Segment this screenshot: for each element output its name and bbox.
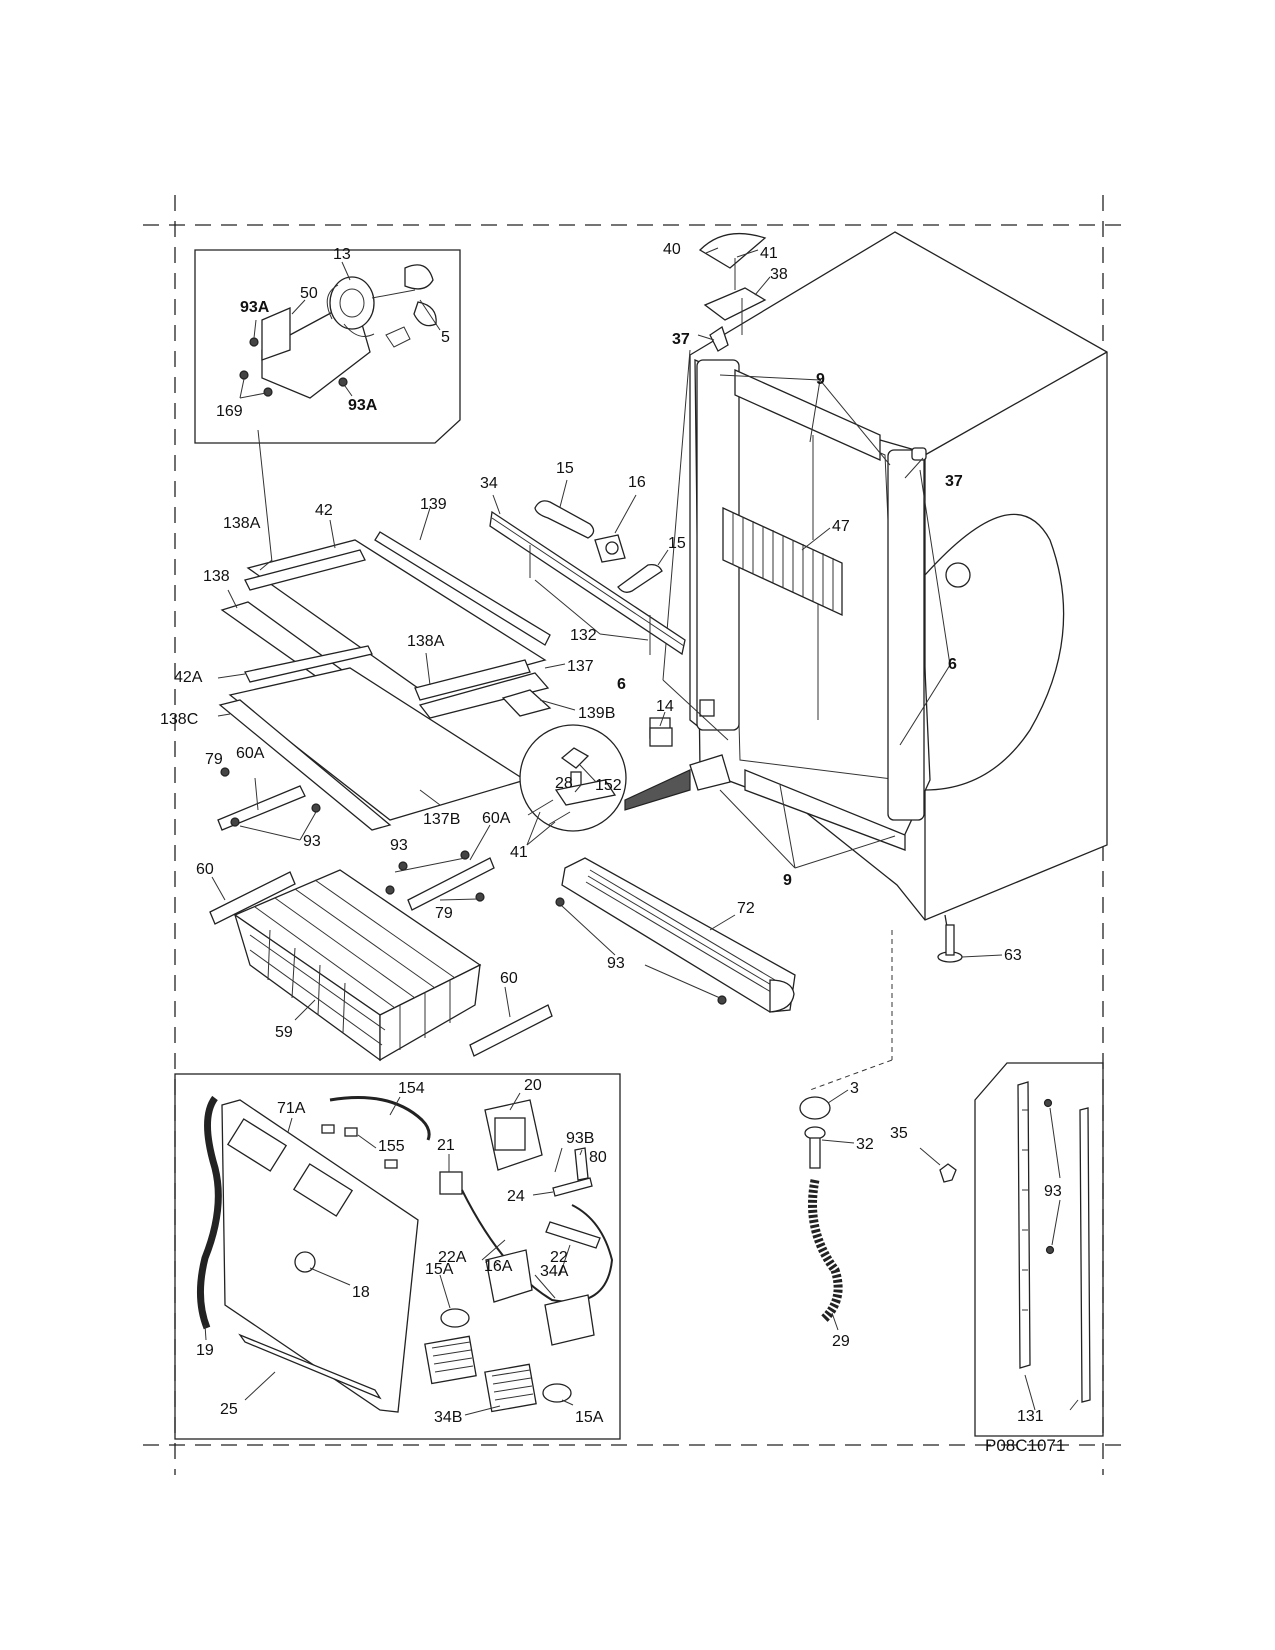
- callout-93-kick: 93: [607, 955, 625, 972]
- callout-93B: 93B: [566, 1130, 594, 1147]
- callout-21: 21: [437, 1137, 455, 1154]
- callout-132: 132: [570, 627, 597, 644]
- callout-16: 16: [628, 474, 646, 491]
- callout-93-mid: 93: [390, 837, 408, 854]
- callout-152: 152: [595, 777, 622, 794]
- callout-138A-top: 138A: [223, 515, 261, 532]
- callout-59: 59: [275, 1024, 293, 1041]
- callout-6-left: 6: [617, 676, 626, 693]
- callout-18: 18: [352, 1284, 370, 1301]
- callout-139: 139: [420, 496, 447, 513]
- inset-shelf-rails: 93 131: [974, 1062, 1104, 1437]
- callout-93A-lower: 93A: [348, 397, 378, 414]
- callout-63: 63: [1004, 947, 1022, 964]
- callout-6-right: 6: [948, 656, 957, 673]
- cabinet-assembly: 40 41 38 37 37 9 9 47 6 6 63: [617, 231, 1108, 964]
- hinge-detail: 14 28 152 41: [510, 698, 691, 861]
- callout-137: 137: [567, 658, 594, 675]
- callout-9-top: 9: [816, 371, 825, 388]
- callout-93-left: 93: [303, 833, 321, 850]
- basket-assembly: 79 60A 93 93 60A 79 60 60 59: [196, 745, 553, 1062]
- callout-79-mid: 79: [435, 905, 453, 922]
- callout-15-right: 15: [668, 535, 686, 552]
- callout-40: 40: [663, 241, 681, 258]
- callout-38: 38: [770, 266, 788, 283]
- callout-80: 80: [589, 1149, 607, 1166]
- callout-35: 35: [890, 1125, 908, 1142]
- callout-37-left: 37: [672, 331, 690, 348]
- callout-93-inset: 93: [1044, 1183, 1062, 1200]
- callout-50: 50: [300, 285, 318, 302]
- callout-42A: 42A: [174, 669, 203, 686]
- callout-20: 20: [524, 1077, 542, 1094]
- shelf-assembly: 138A 42 139 138 138A 137 42A 138C 139B 1…: [160, 429, 615, 831]
- callout-131: 131: [1017, 1408, 1044, 1425]
- inset-control-panel: 71A 154 21 20 93B 80 155 24 22A 22 18 15…: [174, 1073, 621, 1440]
- light-rail-assembly: 34 15 16 15 132: [480, 460, 686, 656]
- callout-24: 24: [507, 1188, 525, 1205]
- callout-37-right: 37: [945, 473, 963, 490]
- callout-60A-left: 60A: [236, 745, 265, 762]
- callout-15A-upper: 15A: [425, 1261, 454, 1278]
- diagram-id-label: P08C1071: [985, 1436, 1065, 1455]
- callout-139B: 139B: [578, 705, 615, 722]
- callout-34A: 34A: [540, 1263, 569, 1280]
- callout-71A: 71A: [277, 1100, 306, 1117]
- kick-plate: 72 93: [555, 857, 796, 1013]
- callout-79-left: 79: [205, 751, 223, 768]
- callout-19: 19: [196, 1342, 214, 1359]
- callout-13: 13: [333, 246, 351, 263]
- callout-41-hinge: 41: [510, 844, 528, 861]
- callout-155: 155: [378, 1138, 405, 1155]
- callout-32: 32: [856, 1136, 874, 1153]
- callout-28: 28: [555, 775, 573, 792]
- callout-22: 22: [550, 1249, 568, 1266]
- callout-34: 34: [480, 475, 498, 492]
- callout-5: 5: [441, 329, 450, 346]
- callout-15-left: 15: [556, 460, 574, 477]
- callout-137B: 137B: [423, 811, 460, 828]
- callout-22A: 22A: [438, 1249, 467, 1266]
- callout-47: 47: [832, 518, 850, 535]
- callout-42: 42: [315, 502, 333, 519]
- drain-assembly: 3 32 29 35: [799, 930, 957, 1350]
- callout-93A-upper: 93A: [240, 299, 270, 316]
- callout-15A-lower: 15A: [575, 1409, 604, 1426]
- callout-60-left: 60: [196, 861, 214, 878]
- callout-72: 72: [737, 900, 755, 917]
- callout-169: 169: [216, 403, 243, 420]
- callout-138: 138: [203, 568, 230, 585]
- callout-138C: 138C: [160, 711, 198, 728]
- callout-16A: 16A: [484, 1258, 513, 1275]
- callout-25: 25: [220, 1401, 238, 1418]
- callout-29: 29: [832, 1333, 850, 1350]
- callout-154: 154: [398, 1080, 425, 1097]
- callout-14: 14: [656, 698, 674, 715]
- callout-60A-mid: 60A: [482, 810, 511, 827]
- callout-3: 3: [850, 1080, 859, 1097]
- callout-9-bottom: 9: [783, 872, 792, 889]
- callout-60-right: 60: [500, 970, 518, 987]
- inset-fan-motor: 13 50 93A 5 169 93A: [194, 246, 461, 444]
- callout-41-top: 41: [760, 245, 778, 262]
- callout-138A-mid: 138A: [407, 633, 445, 650]
- callout-34B: 34B: [434, 1409, 462, 1426]
